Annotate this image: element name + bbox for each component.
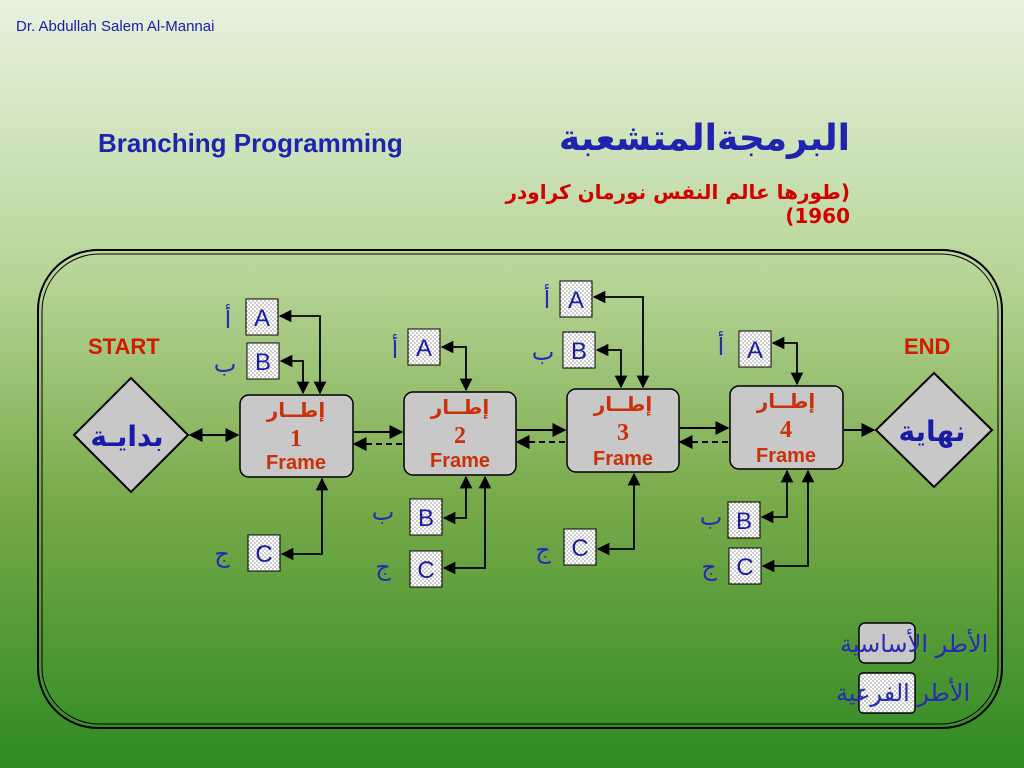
subframe-letter: A bbox=[747, 337, 763, 364]
subframe-letter: C bbox=[255, 541, 272, 568]
ar-letter-ba: ب bbox=[700, 503, 723, 531]
conn-2B bbox=[442, 475, 473, 525]
subframe-4C: C bbox=[728, 547, 762, 585]
frame-4: إطــار 4 Frame bbox=[729, 385, 844, 470]
conn-3B bbox=[595, 343, 628, 389]
subframe-1B: B bbox=[246, 342, 280, 380]
end-diamond-text: نهاية bbox=[898, 415, 965, 448]
conn-4C bbox=[761, 469, 815, 573]
ar-letter-jim: ج bbox=[701, 553, 717, 581]
subtitle-arabic: (طورها عالم النفس نورمان كراودر 1960) bbox=[505, 180, 850, 228]
ar-letter-alef: أ bbox=[225, 304, 232, 334]
subframe-2A: A bbox=[407, 328, 441, 366]
conn-1C bbox=[280, 477, 329, 561]
ar-letter-ba: ب bbox=[532, 338, 555, 366]
subframe-letter: B bbox=[255, 349, 271, 376]
frame-en: Frame bbox=[756, 445, 816, 467]
conn-2C bbox=[442, 475, 492, 575]
subframe-letter: B bbox=[418, 505, 434, 532]
subframe-3C: C bbox=[563, 528, 597, 566]
frame-en: Frame bbox=[593, 448, 653, 470]
subframe-3A: A bbox=[559, 280, 593, 318]
legend-main-swatch bbox=[858, 622, 916, 664]
legend-main-text: الأطر الأساسية bbox=[840, 629, 988, 658]
ar-letter-jim: ج bbox=[535, 536, 551, 564]
subframe-letter: A bbox=[568, 287, 584, 314]
diagram-border bbox=[37, 249, 1003, 729]
frame-ar: إطــار bbox=[593, 392, 652, 416]
frame-num: 2 bbox=[454, 423, 466, 449]
end-label: END bbox=[904, 334, 950, 359]
subframe-1A: A bbox=[245, 298, 279, 336]
subframe-letter: C bbox=[417, 557, 434, 584]
subframe-4B: B bbox=[727, 501, 761, 539]
author-name: Dr. Abdullah Salem Al-Mannai bbox=[16, 18, 215, 35]
frame-num: 4 bbox=[780, 417, 792, 443]
legend-sub-swatch bbox=[858, 672, 916, 714]
conn-1B bbox=[279, 354, 310, 395]
conn-1A bbox=[278, 309, 327, 395]
subframe-4A: A bbox=[738, 330, 772, 368]
subframe-3B: B bbox=[562, 331, 596, 369]
ar-letter-ba: ب bbox=[372, 498, 395, 526]
title-english: Branching Programming bbox=[98, 128, 403, 158]
frame-num: 1 bbox=[290, 426, 302, 452]
conn-3A bbox=[592, 290, 650, 389]
start-label: START bbox=[88, 334, 160, 359]
ar-letter-jim: ج bbox=[375, 553, 391, 581]
conn-2A bbox=[440, 340, 473, 392]
frame-en: Frame bbox=[430, 450, 490, 472]
conn-4A bbox=[771, 336, 804, 386]
conn-4B bbox=[760, 469, 794, 524]
frame-ar: إطــار bbox=[430, 395, 489, 419]
frame-ar: إطــار bbox=[756, 389, 815, 413]
start-diamond-text: بدايـة bbox=[90, 420, 163, 453]
subframe-letter: B bbox=[571, 338, 587, 365]
frame-en: Frame bbox=[266, 452, 326, 474]
frame-2: إطــار 2 Frame bbox=[403, 391, 517, 476]
ar-letter-alef: أ bbox=[718, 331, 725, 361]
title-arabic: البرمجةالمتشعبة bbox=[558, 118, 850, 159]
subframe-letter: A bbox=[416, 335, 432, 362]
ar-letter-ba: ب bbox=[214, 350, 237, 378]
conn-3C bbox=[596, 472, 641, 556]
legend-sub-text: الأطر الفرعية bbox=[836, 678, 970, 707]
subframe-1C: C bbox=[247, 534, 281, 572]
subframe-letter: C bbox=[571, 535, 588, 562]
ar-letter-jim: ج bbox=[214, 540, 230, 568]
subframe-letter: B bbox=[736, 508, 752, 535]
subframe-letter: C bbox=[736, 554, 753, 581]
frame-3: إطــار 3 Frame bbox=[566, 388, 680, 473]
ar-letter-alef: أ bbox=[544, 284, 551, 314]
subframe-letter: A bbox=[254, 305, 270, 332]
frame-1: إطــار 1 Frame bbox=[239, 394, 354, 478]
start-diamond bbox=[72, 376, 190, 494]
frame-num: 3 bbox=[617, 420, 629, 446]
ar-letter-alef: أ bbox=[392, 334, 399, 364]
subframe-2C: C bbox=[409, 550, 443, 588]
subframe-2B: B bbox=[409, 498, 443, 536]
end-diamond bbox=[874, 371, 994, 489]
frame-ar: إطــار bbox=[266, 398, 325, 422]
